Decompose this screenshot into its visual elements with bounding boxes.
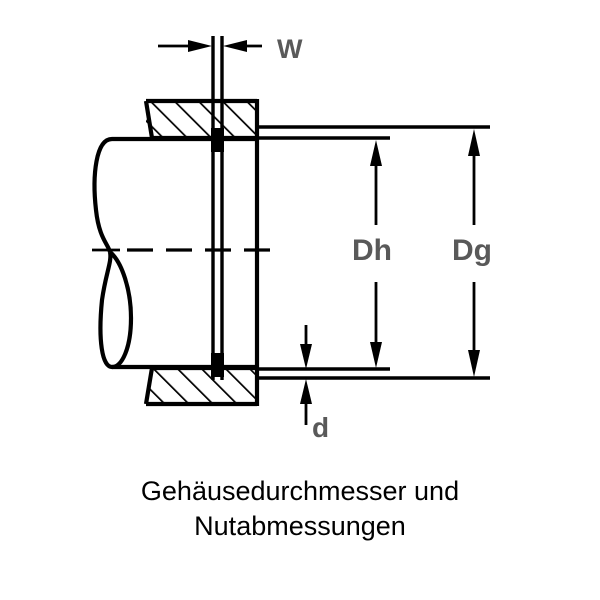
dimension-w: W <box>158 34 303 64</box>
dim-d-upper-arrowhead <box>300 344 312 369</box>
groove-seal-block-lower <box>211 353 224 377</box>
housing-lower-left-edge <box>143 367 155 405</box>
housing-upper-left-edge <box>143 100 155 139</box>
break-curve-lower <box>98 251 113 370</box>
break-ellipse-right <box>108 250 134 370</box>
dim-d-lower-arrowhead <box>300 379 312 404</box>
dim-dg-upper-arrowhead <box>468 129 480 156</box>
dim-w-right-arrowhead <box>223 40 247 52</box>
caption-line-1: Gehäusedurchmesser und <box>141 476 459 506</box>
dim-dh-lower-arrowhead <box>370 342 382 368</box>
dim-w-label: W <box>277 34 303 64</box>
dimension-dg: Dg <box>452 129 492 377</box>
break-symbol <box>92 136 134 370</box>
hatch-fill-upper <box>146 101 257 137</box>
dimension-dh: Dh <box>352 140 392 368</box>
break-curve-upper <box>92 136 113 253</box>
caption-line-2: Nutabmessungen <box>194 511 406 541</box>
dim-dh-label: Dh <box>352 234 392 267</box>
dimension-d: d <box>300 325 329 443</box>
housing-upper-wall <box>143 98 257 141</box>
groove-seal-block-upper <box>211 128 224 152</box>
figure-caption: Gehäusedurchmesser und Nutabmessungen <box>141 476 459 541</box>
dim-dg-lower-arrowhead <box>468 350 480 377</box>
dim-d-label: d <box>312 412 329 443</box>
dim-w-left-arrowhead <box>188 40 212 52</box>
dim-dh-upper-arrowhead <box>370 140 382 166</box>
hatch-fill-lower <box>146 368 257 404</box>
dim-dg-label: Dg <box>452 234 492 267</box>
groove-slot <box>211 36 224 380</box>
housing-lower-wall <box>143 365 257 407</box>
